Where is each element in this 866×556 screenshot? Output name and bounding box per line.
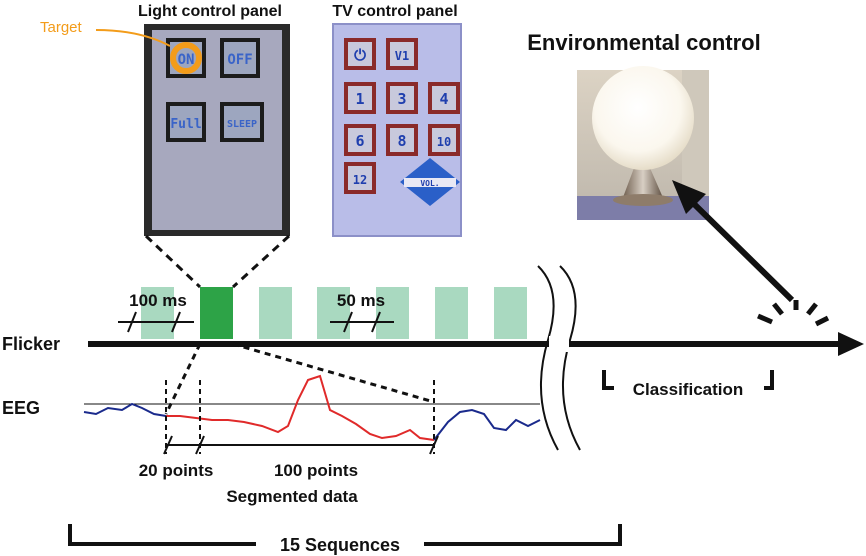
time-arrow-icon: [838, 332, 864, 356]
flash: [141, 287, 174, 339]
tv-button[interactable]: ⏻: [344, 38, 376, 70]
spark-icon: [757, 300, 830, 327]
flash-active: [200, 287, 233, 339]
flash: [259, 287, 292, 339]
gap-duration-label: 50 ms: [337, 291, 385, 310]
light-control-panel: ON OFF Full SLEEP: [144, 24, 290, 236]
tv-button-label: 6: [355, 132, 364, 150]
lamp-icon: [592, 66, 694, 170]
sequences-bracket-right: [424, 524, 622, 546]
segment-guide-start: [164, 343, 202, 415]
sequences-bracket-left: [68, 524, 256, 546]
segment-guide-end: [232, 342, 435, 404]
light-panel-title: Light control panel: [138, 3, 282, 20]
eeg-trace-raw: [83, 402, 167, 417]
activation-arrow: [687, 197, 795, 303]
time-break-left: [559, 265, 581, 451]
tv-button-label: 12: [353, 173, 367, 187]
tv-button-label: V1: [395, 49, 409, 63]
time-break-right: [537, 265, 559, 451]
segmented-data-label: Segmented data: [226, 487, 358, 506]
environment-title: Environmental control: [527, 30, 760, 55]
target-ring-icon: [170, 42, 202, 74]
eeg-trace-segment: [166, 374, 435, 441]
tv-button[interactable]: V1: [386, 38, 418, 70]
flash: [435, 287, 468, 339]
classification-bracket-right: [764, 370, 774, 390]
tv-button-label: ⏻: [354, 46, 366, 64]
zoom-line-right: [231, 234, 291, 289]
tv-button-label: 1: [355, 90, 364, 108]
tv-button-label: 4: [439, 90, 448, 108]
tv-button-label: 8: [397, 132, 406, 150]
tv-button[interactable]: 12: [344, 162, 376, 194]
tv-control-panel: ⏻ V1 1 3 4 6 8 10 12 VOL.: [332, 23, 462, 237]
light-sleep-label: SLEEP: [227, 119, 257, 130]
flash: [494, 287, 527, 339]
tv-button[interactable]: 1: [344, 82, 376, 114]
light-on-button[interactable]: ON: [166, 38, 206, 78]
flash-duration-label: 100 ms: [129, 291, 187, 310]
tv-button[interactable]: 10: [428, 124, 460, 156]
tv-button[interactable]: 8: [386, 124, 418, 156]
classification-label: Classification: [633, 380, 744, 399]
tv-button-label: 3: [397, 90, 406, 108]
classification-bracket-left: [602, 370, 614, 390]
zoom-line-left: [144, 234, 202, 289]
volume-button[interactable]: VOL.: [400, 158, 460, 206]
tv-button[interactable]: 4: [428, 82, 460, 114]
target-pointer: [95, 29, 171, 47]
volume-label: VOL.: [420, 179, 439, 188]
sequences-label: 15 Sequences: [280, 535, 400, 555]
light-off-label: OFF: [227, 52, 252, 68]
light-off-button[interactable]: OFF: [220, 38, 260, 78]
light-on-label: ON: [178, 52, 195, 68]
tv-button[interactable]: 6: [344, 124, 376, 156]
light-full-button[interactable]: Full: [166, 102, 206, 142]
tv-button[interactable]: 3: [386, 82, 418, 114]
target-label: Target: [40, 19, 83, 36]
post-points-label: 100 points: [274, 461, 358, 480]
tv-button-label: 10: [437, 135, 451, 149]
flicker-flashes: [141, 287, 527, 339]
eeg-trace-raw-tail: [433, 408, 541, 441]
light-sleep-button[interactable]: SLEEP: [220, 102, 264, 142]
arrow-head-icon: [672, 180, 706, 214]
light-full-label: Full: [170, 117, 201, 132]
pre-points-label: 20 points: [139, 461, 214, 480]
flash: [376, 287, 409, 339]
flicker-label: Flicker: [2, 334, 60, 354]
eeg-label: EEG: [2, 398, 40, 418]
tv-panel-title: TV control panel: [332, 3, 457, 20]
